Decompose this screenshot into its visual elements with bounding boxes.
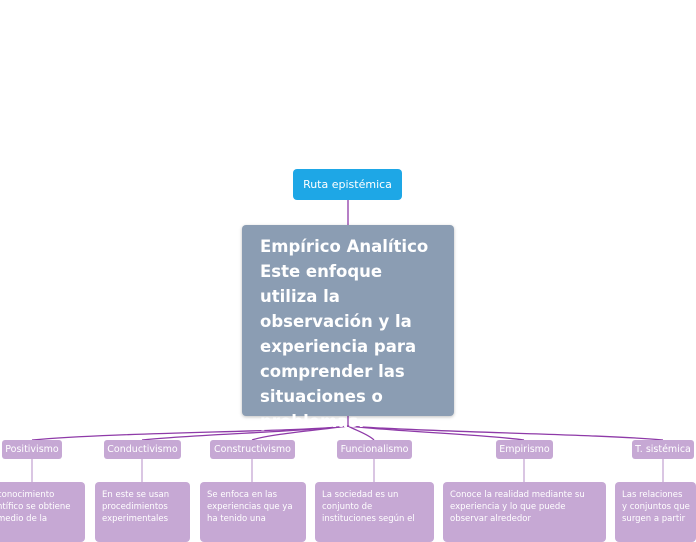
branch-label: Conductivismo <box>107 444 178 455</box>
branch-positivismo[interactable]: Positivismo <box>2 440 62 459</box>
desc-text: La sociedad es un conjunto de institucio… <box>322 490 415 524</box>
branch-label: Constructivismo <box>214 444 291 455</box>
branch-label: Empirismo <box>499 444 550 455</box>
desc-text: conocimiento ntífico se obtiene medio de… <box>0 490 71 524</box>
branch-label: Funcionalismo <box>340 444 409 455</box>
desc-empirismo[interactable]: Conoce la realidad mediante su experienc… <box>443 482 606 542</box>
desc-constructivismo[interactable]: Se enfoca en las experiencias que ya ha … <box>200 482 306 542</box>
main-topic-text: Empírico Analítico Este enfoque utiliza … <box>260 237 429 431</box>
desc-conductivismo[interactable]: En este se usan procedimientos experimen… <box>95 482 190 542</box>
branch-label: Positivismo <box>5 444 59 455</box>
desc-text: En este se usan procedimientos experimen… <box>102 490 170 524</box>
desc-positivismo[interactable]: conocimiento ntífico se obtiene medio de… <box>0 482 85 542</box>
desc-text: Se enfoca en las experiencias que ya ha … <box>207 490 293 524</box>
branch-label: T. sistémica <box>635 444 691 455</box>
branch-constructivismo[interactable]: Constructivismo <box>210 440 295 459</box>
desc-t-sistemica[interactable]: Las relaciones y conjuntos que surgen a … <box>615 482 696 542</box>
desc-text: Conoce la realidad mediante su experienc… <box>450 490 585 524</box>
desc-funcionalismo[interactable]: La sociedad es un conjunto de institucio… <box>315 482 434 542</box>
branch-funcionalismo[interactable]: Funcionalismo <box>337 440 412 459</box>
root-topic[interactable]: Ruta epistémica <box>293 169 402 200</box>
main-topic[interactable]: Empírico Analítico Este enfoque utiliza … <box>242 225 454 431</box>
desc-text: Las relaciones y conjuntos que surgen a … <box>622 490 690 524</box>
branch-empirismo[interactable]: Empirismo <box>496 440 553 459</box>
root-topic-label: Ruta epistémica <box>303 178 392 191</box>
branch-t-sistemica[interactable]: T. sistémica <box>632 440 694 459</box>
branch-conductivismo[interactable]: Conductivismo <box>104 440 181 459</box>
